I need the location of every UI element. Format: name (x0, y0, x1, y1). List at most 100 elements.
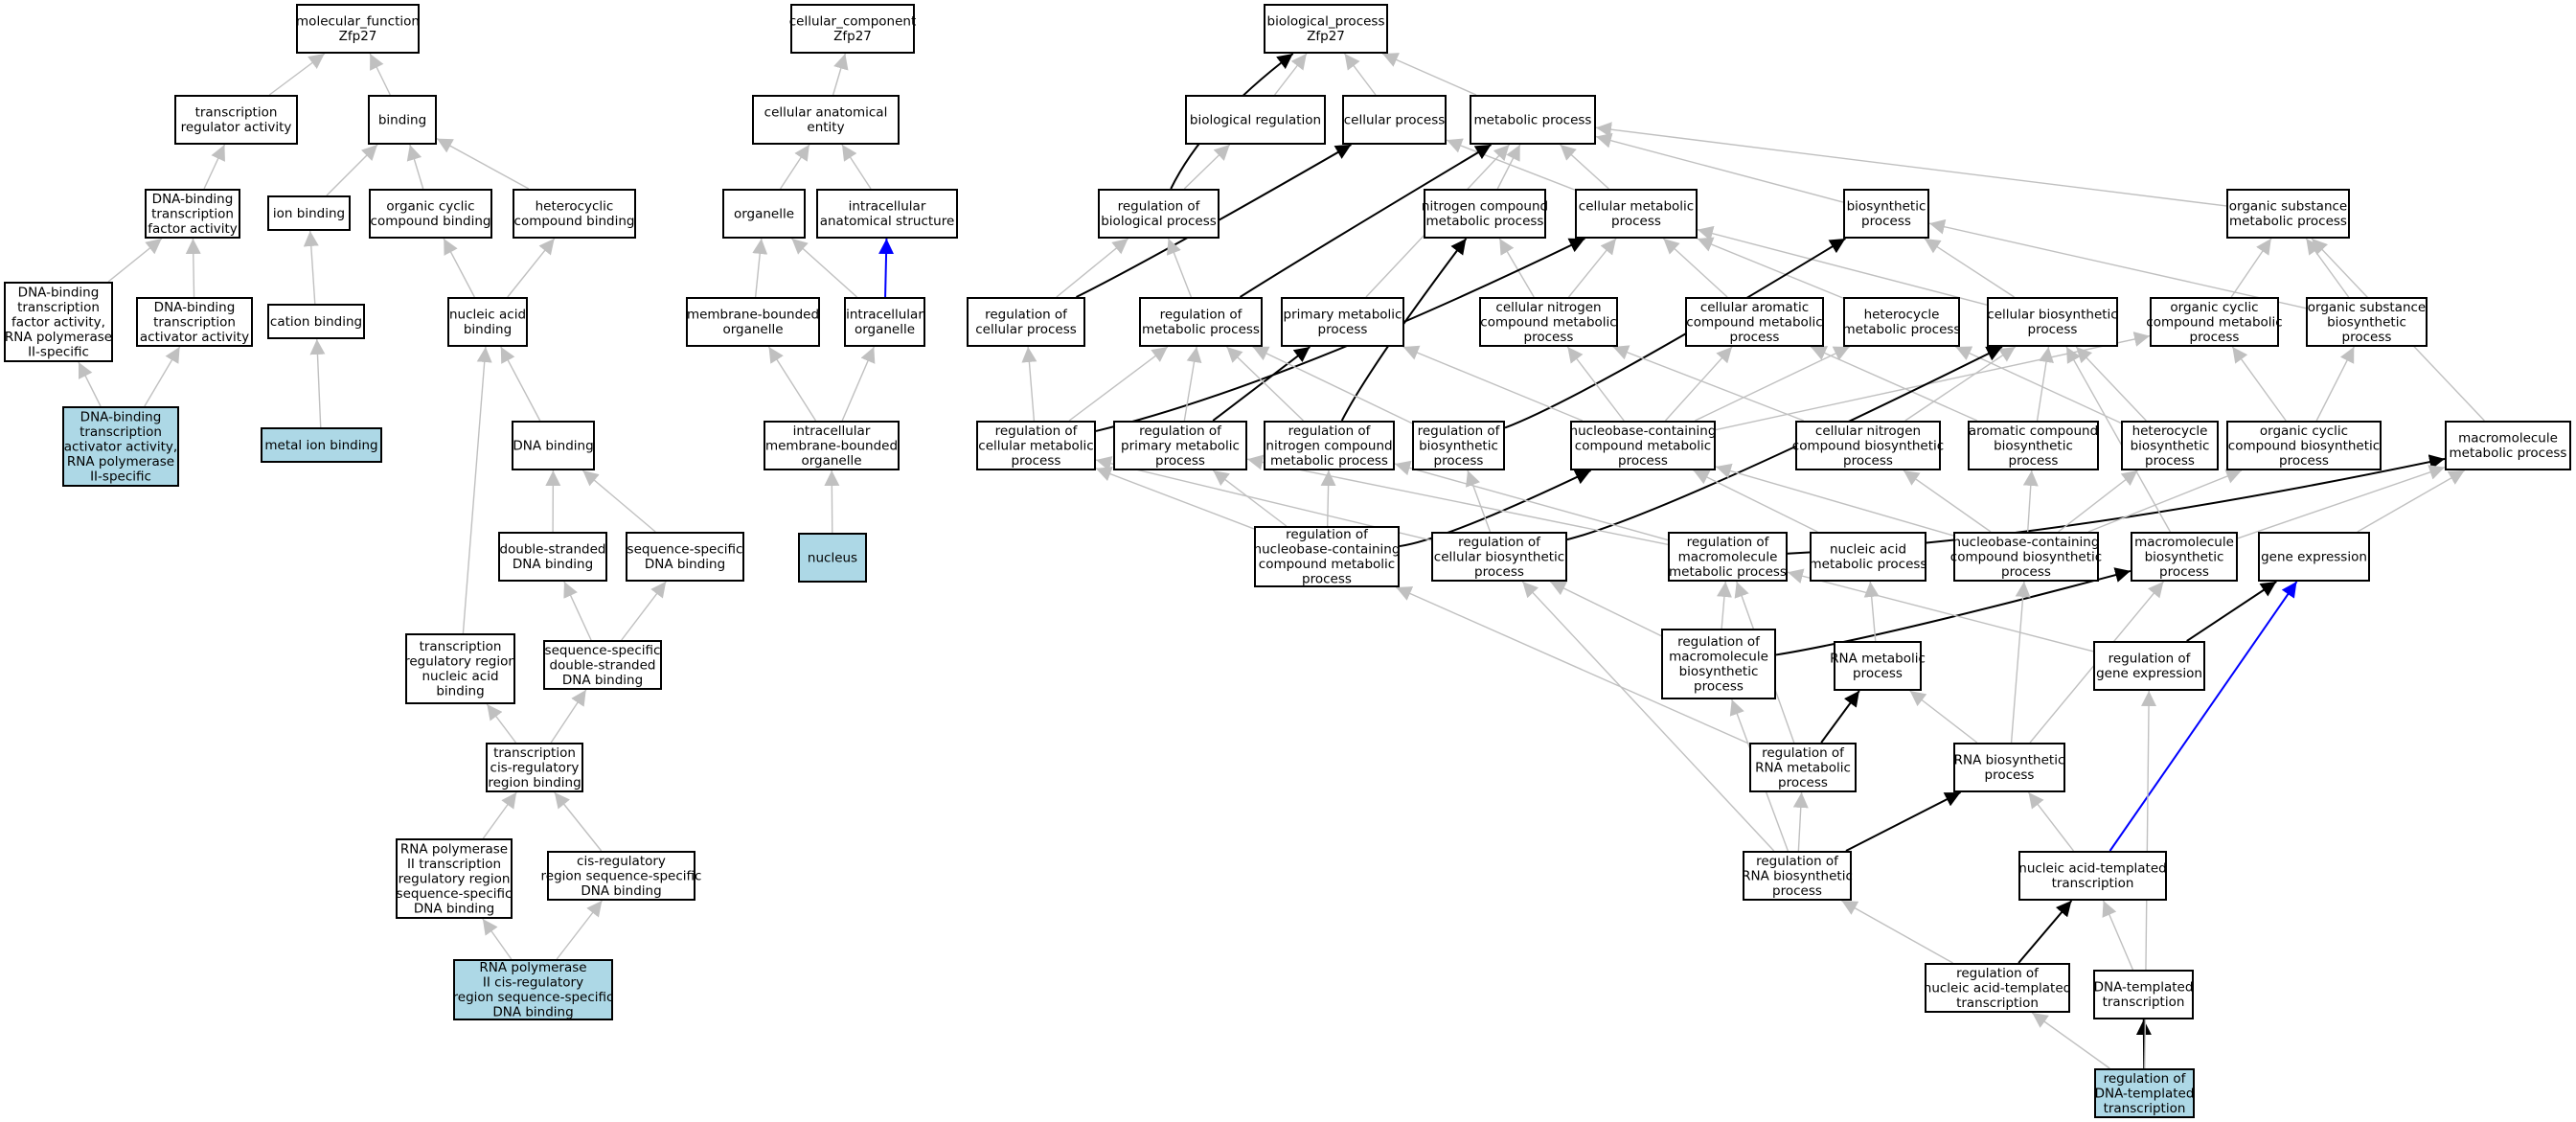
node-rnccmp[interactable]: regulation ofnucleobase-containingcompou… (1254, 526, 1401, 587)
edge-line (185, 238, 201, 298)
node-label-line: metabolic process (1669, 564, 1787, 580)
edge-line (556, 900, 603, 960)
node-cp[interactable]: cellular process (1342, 95, 1447, 145)
node-nuc[interactable]: nucleus (798, 533, 867, 583)
node-box (1987, 297, 2118, 347)
node-catb[interactable]: cation binding (267, 304, 365, 339)
node-label-line: process (2001, 564, 2051, 580)
edge-ionb-bind (326, 144, 378, 196)
node-metb[interactable]: metal ion binding (261, 427, 382, 463)
node-mp[interactable]: metabolic process (1470, 95, 1596, 145)
node-rmbp[interactable]: regulation ofmacromoleculebiosyntheticpr… (1661, 629, 1776, 699)
node-ionb[interactable]: ion binding (267, 195, 351, 231)
edge-line (2230, 238, 2272, 298)
node-label-line: regulation of (1762, 745, 1845, 761)
node-box (1412, 421, 1505, 470)
node-box (1185, 95, 1326, 145)
node-dnab[interactable]: DNA binding (512, 421, 595, 470)
node-box (2445, 421, 2571, 470)
node-ge[interactable]: gene expression (2258, 532, 2370, 582)
node-label-line: Zfp27 (1307, 29, 1345, 44)
edge-nbccmp-cacmp (1664, 346, 1733, 422)
edge-dbtaa2-dbtf2 (78, 361, 102, 407)
node-label-line: membrane-bounded (687, 308, 819, 323)
edge-nab-orgcb (443, 238, 475, 298)
node-org[interactable]: organelle (722, 189, 806, 239)
node-bind[interactable]: binding (368, 95, 437, 145)
node-breg[interactable]: biological regulation (1185, 95, 1326, 145)
edge-natt-rnabp (2027, 791, 2075, 852)
edge-nbccmp-cncmp (1566, 346, 1625, 422)
node-label-line: regulator activity (181, 120, 292, 135)
edge-nbccmp-pmp (1402, 345, 1584, 422)
edge-line (621, 581, 667, 641)
edge-hmp-cmp (1697, 237, 1844, 299)
node-label-line: cation binding (270, 314, 362, 330)
edge-cbp-cmp (1697, 225, 1988, 306)
node-box (2226, 421, 2382, 470)
